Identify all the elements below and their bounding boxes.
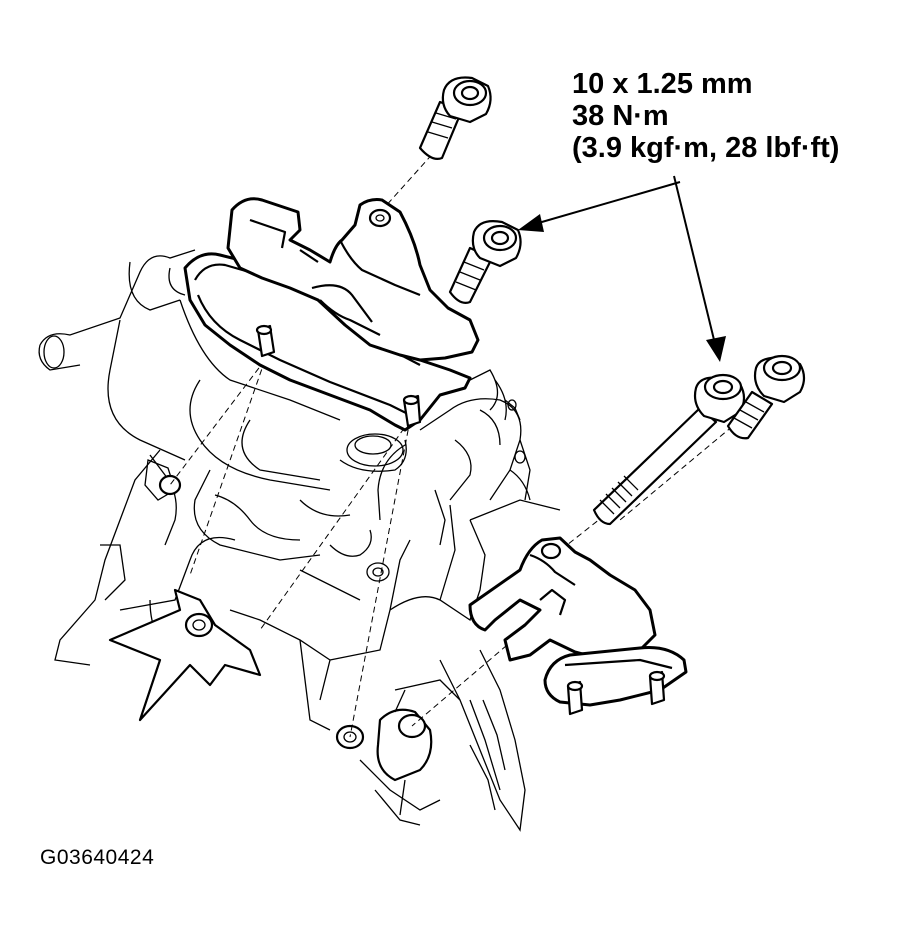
arrow-head-down: [706, 336, 726, 362]
alignment-lines: [169, 139, 741, 738]
torque-newton-meter-text: 38 N·m: [572, 100, 669, 132]
figure-id: G03640424: [40, 846, 155, 869]
middle-bolt: [448, 220, 522, 304]
upper-bolt: [418, 76, 492, 160]
torque-alt-units-text: (3.9 kgf·m, 28 lbf·ft): [572, 132, 840, 164]
lower-mount-bracket: [468, 536, 688, 716]
bolt-size-text: 10 x 1.25 mm: [572, 68, 753, 100]
callout-arrows: [518, 175, 726, 362]
arrow-head-left: [518, 214, 544, 232]
upper-mount-bracket: [183, 197, 480, 432]
torque-spec-label: 10 x 1.25 mm 38 N·m (3.9 kgf·m, 28 lbf·f…: [572, 68, 839, 164]
long-bolt-pair: [592, 354, 806, 526]
